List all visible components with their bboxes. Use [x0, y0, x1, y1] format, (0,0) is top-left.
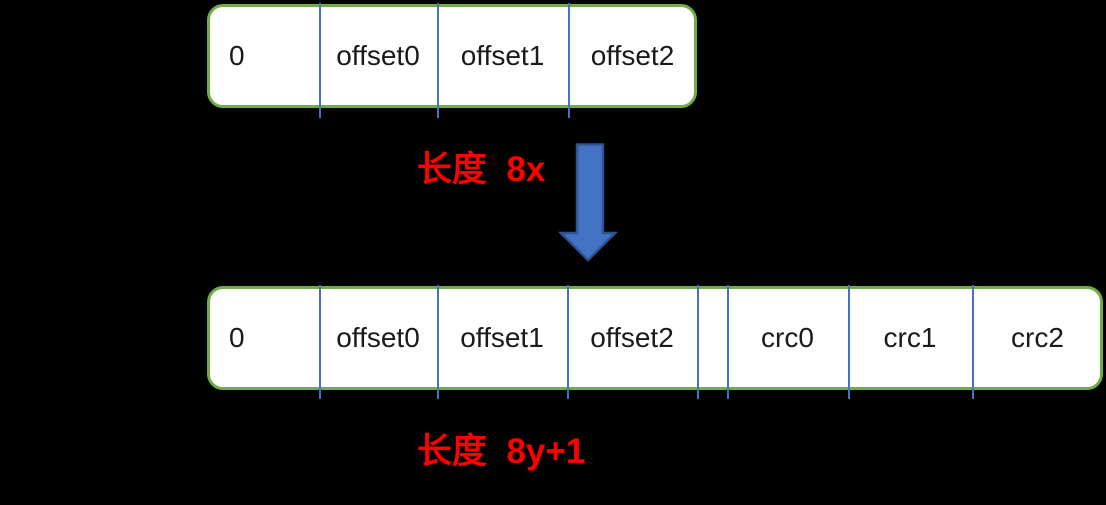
bottom-length-label: 长度 8y+1: [417, 432, 586, 471]
cell-divider: [319, 285, 321, 399]
byte-cell: offset1: [460, 40, 545, 71]
byte-cell: crc2: [1011, 322, 1064, 353]
cell-divider: [848, 285, 850, 399]
byte-cell: offset2: [590, 322, 674, 353]
cell-divider: [697, 285, 699, 399]
byte-cell: offset2: [590, 40, 675, 71]
cell-divider: [568, 3, 570, 118]
cell-divider: [727, 285, 729, 399]
byte-cell: offset0: [336, 322, 420, 353]
cell-divider: [319, 3, 321, 118]
byte-cell: crc0: [761, 322, 814, 353]
cell-divider: [437, 3, 439, 118]
byte-cell-spacer: [697, 286, 727, 390]
cell-divider: [972, 285, 974, 399]
bottom-byte-layout-box: [207, 286, 1103, 390]
top-length-label: 长度 8x: [417, 150, 546, 189]
cell-divider: [567, 285, 569, 399]
byte-cell: 0: [229, 322, 245, 353]
byte-cell: offset0: [336, 40, 420, 71]
byte-cell: offset1: [460, 322, 544, 353]
down-arrow-icon: [557, 143, 619, 262]
top-byte-layout-box: [207, 4, 697, 108]
byte-cell: 0: [229, 40, 245, 71]
cell-divider: [437, 285, 439, 399]
byte-cell: crc1: [883, 322, 937, 353]
